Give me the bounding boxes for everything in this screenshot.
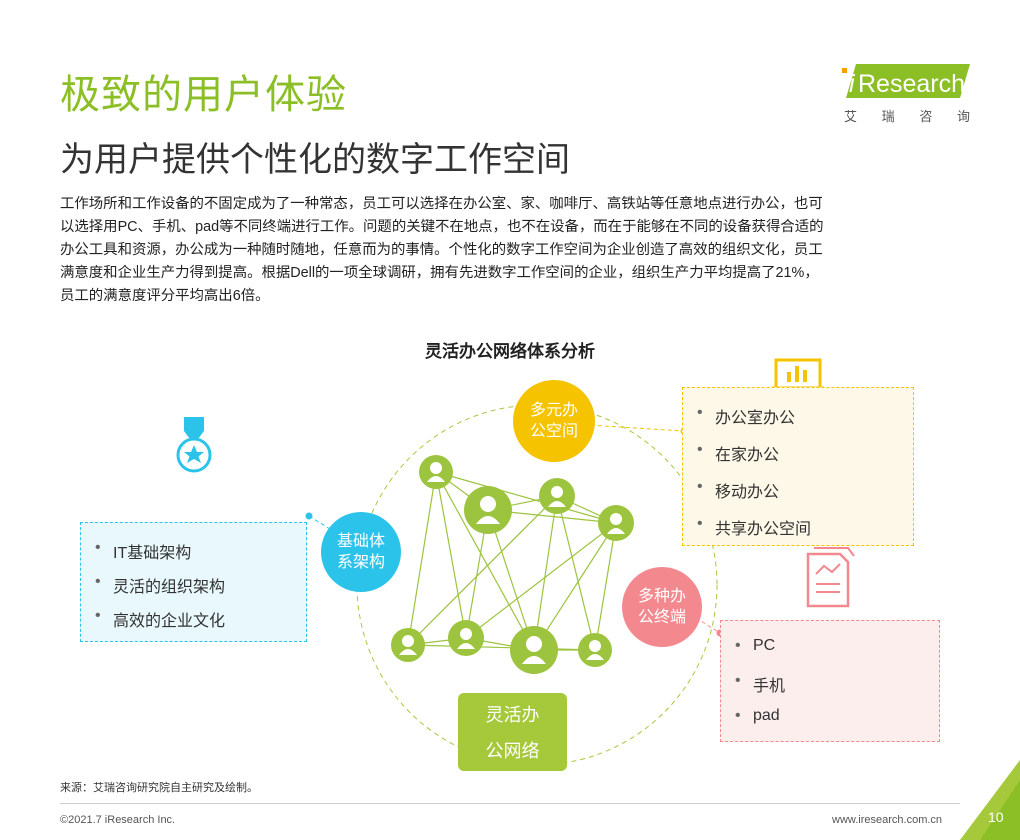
- medal-icon: [176, 417, 212, 473]
- bubble-line: 系架构: [336, 554, 385, 571]
- list-item: 共享办公空间: [683, 515, 913, 552]
- intro-paragraph: 工作场所和工作设备的不固定成为了一种常态，员工可以选择在办公室、家、咖啡厅、高铁…: [60, 193, 965, 308]
- center-line: 灵活办: [485, 705, 540, 725]
- page-number: 10: [988, 809, 1004, 825]
- logo-cn-char: 询: [956, 109, 970, 124]
- logo-cn-char: 瑞: [881, 109, 895, 124]
- infrastructure-bubble: 基础体系架构: [321, 512, 401, 592]
- person-icon: [598, 505, 634, 541]
- copyright: ©2021.7 iResearch Inc.: [60, 814, 176, 826]
- footer-divider: [60, 803, 960, 804]
- person-icon: [448, 620, 484, 656]
- logo-cn-text: 艾 瑞 咨 询: [844, 106, 970, 125]
- list-item: 灵活的组织架构: [81, 573, 306, 607]
- person-icon: [510, 626, 558, 674]
- workspace-list-box: 办公室办公 在家办公 移动办公 共享办公空间: [682, 387, 914, 546]
- iresearch-logo: i Research 艾 瑞 咨 询: [842, 62, 970, 126]
- list-item: PC: [721, 637, 939, 672]
- paragraph-line: 办公工具和资源，办公成为一种随时随地，任意而为的事情。个性化的数字工作空间为企业…: [60, 242, 823, 258]
- terminals-bubble: 多种办公终端: [622, 567, 702, 647]
- diagram-title: 灵活办公网络体系分析: [425, 342, 595, 361]
- center-line: 公网络: [485, 741, 540, 761]
- paragraph-line: 员工的满意度评分平均高出6倍。: [60, 288, 270, 304]
- terminals-list-box: PC 手机 pad: [720, 620, 940, 742]
- list-item: IT基础架构: [81, 539, 306, 573]
- logo-i: i: [849, 70, 856, 98]
- page-subtitle: 为用户提供个性化的数字工作空间: [60, 141, 570, 179]
- paragraph-line: 满意度和企业生产力得到提高。根据Dell的一项全球调研，拥有先进数字工作空间的企…: [60, 265, 819, 281]
- person-icon: [391, 628, 425, 662]
- logo-cn-char: 艾: [844, 109, 858, 124]
- infrastructure-connector-dot: [305, 512, 313, 520]
- infrastructure-connector: [308, 515, 357, 546]
- paragraph-line: 工作场所和工作设备的不固定成为了一种常态，员工可以选择在办公室、家、咖啡厅、高铁…: [60, 196, 823, 212]
- infrastructure-list-box: IT基础架构 灵活的组织架构 高效的企业文化: [80, 522, 307, 642]
- paragraph-line: 以选择用PC、手机、pad等不同终端进行工作。问题的关键不在地点，也不在设备，而…: [60, 219, 824, 235]
- workspace-bubble: 多元办公空间: [513, 380, 595, 462]
- bubble-line: 公空间: [529, 423, 578, 440]
- terminals-connector: [689, 613, 721, 634]
- list-item: 在家办公: [683, 441, 913, 478]
- bubble-line: 基础体: [336, 533, 385, 550]
- page-title: 极致的用户体验: [60, 73, 347, 117]
- logo-wordmark: i Research: [842, 64, 970, 98]
- website-link[interactable]: www.iresearch.com.cn: [832, 814, 943, 826]
- network-links: [407, 471, 617, 651]
- document-icon: [806, 547, 855, 608]
- person-icon: [578, 633, 612, 667]
- list-item: pad: [721, 707, 939, 742]
- list-item: 高效的企业文化: [81, 607, 306, 641]
- bubble-line: 多元办: [529, 402, 578, 419]
- logo-research: Research: [858, 70, 965, 98]
- person-nodes: [391, 455, 634, 674]
- list-item: 移动办公: [683, 478, 913, 515]
- center-node: 灵活办 公网络: [458, 693, 567, 771]
- list-item: 手机: [721, 672, 939, 707]
- person-icon: [419, 455, 453, 489]
- list-item: 办公室办公: [683, 404, 913, 441]
- logo-cn-char: 咨: [919, 109, 933, 124]
- person-icon: [539, 478, 575, 514]
- source-note: 来源：艾瑞咨询研究院自主研究及绘制。: [60, 782, 258, 794]
- person-icon: [464, 486, 512, 534]
- bubble-line: 公终端: [637, 609, 686, 626]
- bubble-line: 多种办: [637, 588, 686, 605]
- page-corner-decoration: [960, 760, 1020, 840]
